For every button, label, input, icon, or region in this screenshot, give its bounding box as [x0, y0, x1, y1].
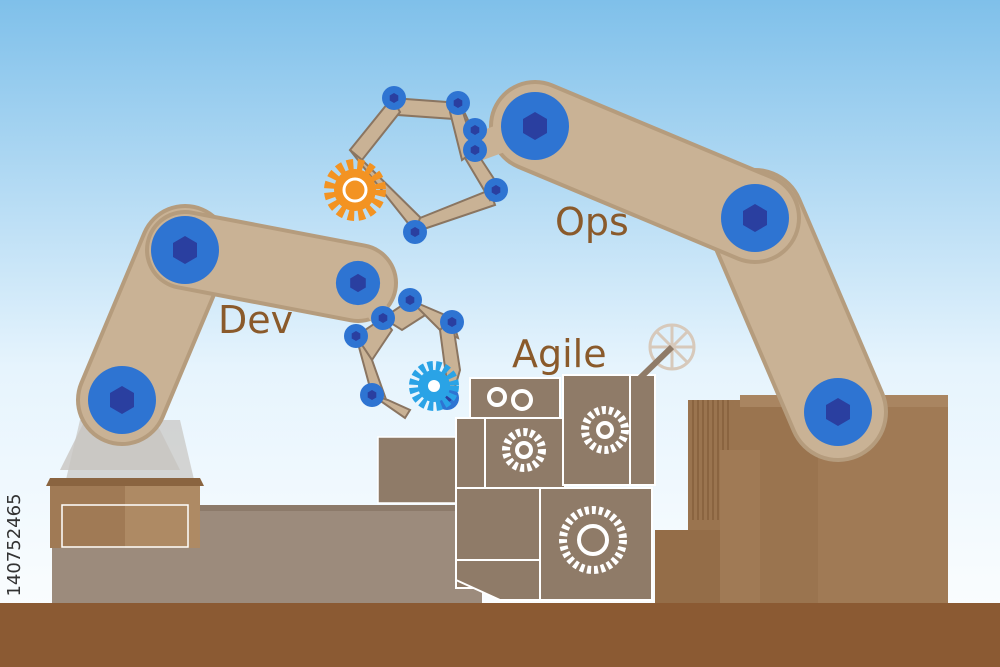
gear-icon [324, 159, 386, 221]
dev-robot-arm [60, 204, 398, 470]
handwheel-icon [637, 323, 696, 381]
gear-icon [581, 406, 629, 454]
gear-icon [502, 428, 546, 472]
ops-robot-arm [461, 80, 888, 462]
gear-icon [559, 506, 627, 574]
hexagon-bolt-icon [721, 184, 789, 252]
hexagon-bolt-icon [88, 366, 156, 434]
small-block [377, 436, 457, 504]
hexagon-bolt-icon [804, 378, 872, 446]
right-steps [655, 450, 760, 605]
stock-id-text: 140752465 [4, 493, 25, 597]
stock-id-vertical: 140752465 [4, 430, 44, 660]
ground [0, 603, 1000, 667]
hexagon-bolt-icon [335, 260, 381, 306]
dev-label: Dev [218, 298, 294, 342]
hexagon-bolt-icon [501, 92, 569, 160]
ops-label: Ops [555, 200, 629, 244]
gear-icon [487, 387, 507, 407]
gear-icon [409, 361, 459, 411]
machine-gears [487, 387, 629, 574]
agile-machine [455, 374, 656, 601]
gear-icon [511, 389, 533, 411]
hexagon-bolt-icon [151, 216, 219, 284]
agile-label: Agile [512, 332, 607, 376]
